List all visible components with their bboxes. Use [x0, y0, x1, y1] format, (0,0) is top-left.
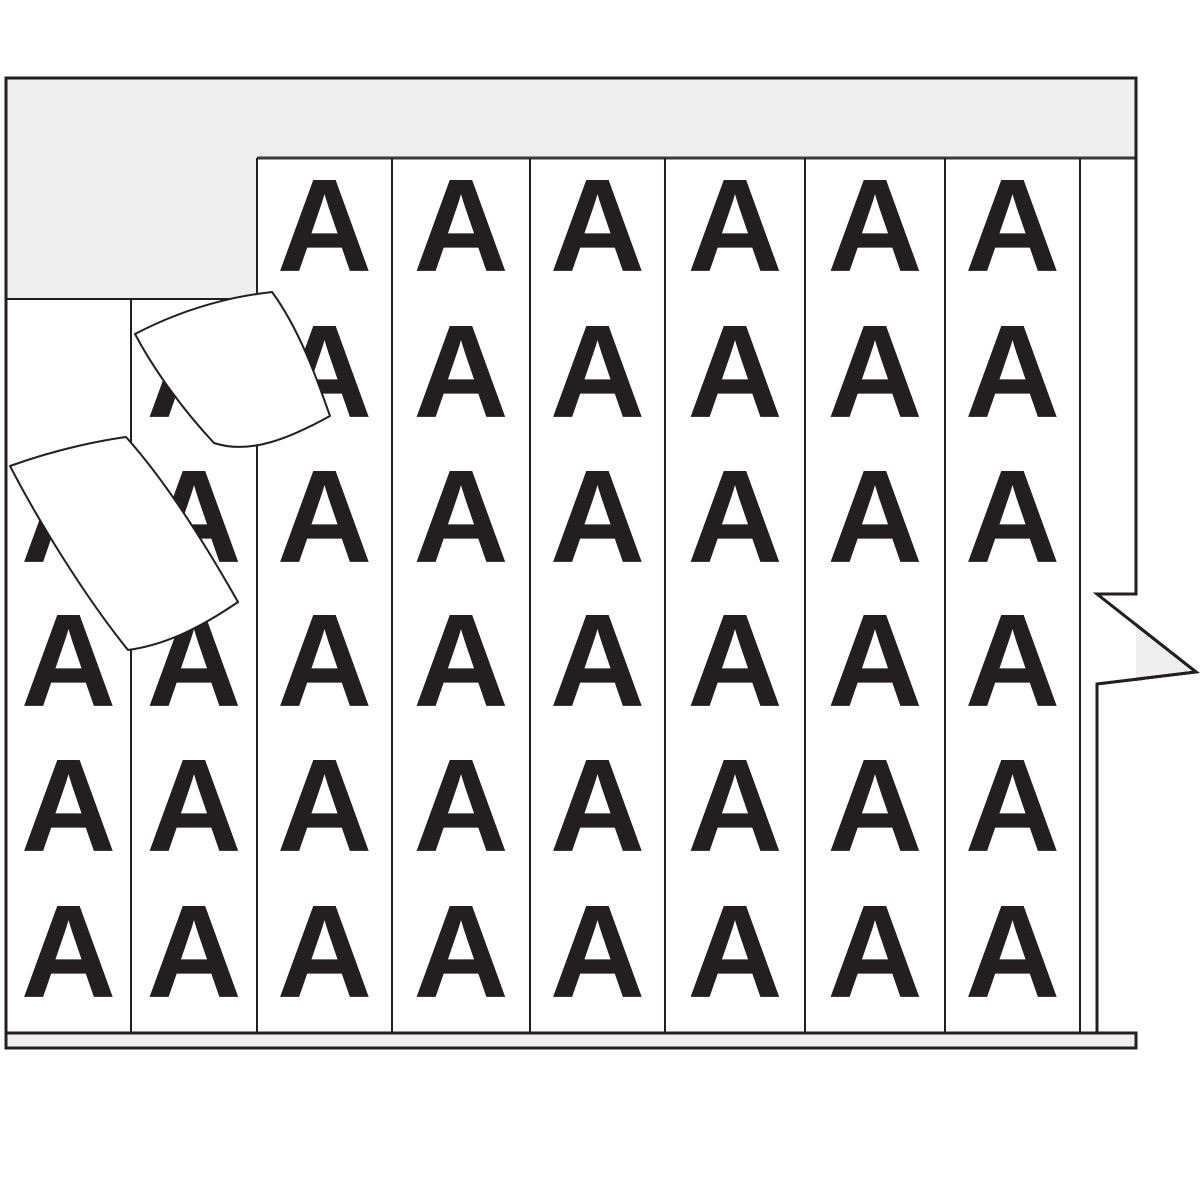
- label-letter: A: [965, 732, 1060, 879]
- label-letter: A: [277, 152, 372, 299]
- label-letter: A: [550, 732, 645, 879]
- backing-card-outline: [4, 76, 1200, 1050]
- label-letter: A: [827, 878, 922, 1025]
- label-letter: A: [550, 298, 645, 445]
- label-letter: A: [550, 152, 645, 299]
- label-letter: A: [277, 878, 372, 1025]
- label-letter: A: [827, 298, 922, 445]
- label-letter: A: [21, 732, 116, 879]
- label-letter: A: [146, 878, 241, 1025]
- peeling-labels-group: [9, 291, 331, 651]
- label-letter: A: [827, 732, 922, 879]
- label-letter: A: [965, 298, 1060, 445]
- label-letter: A: [413, 587, 508, 734]
- label-letter: A: [413, 152, 508, 299]
- label-letter: A: [965, 443, 1060, 590]
- label-letter: A: [827, 152, 922, 299]
- peeling-label-row3-col1: [9, 436, 239, 651]
- label-letter: A: [687, 587, 782, 734]
- label-letter: A: [687, 878, 782, 1025]
- label-letter: A: [277, 443, 372, 590]
- label-letter: A: [965, 587, 1060, 734]
- label-letter: A: [550, 587, 645, 734]
- label-letter: A: [827, 587, 922, 734]
- label-letter: A: [413, 298, 508, 445]
- label-letter: A: [413, 732, 508, 879]
- label-letter: A: [687, 443, 782, 590]
- label-letter: A: [687, 152, 782, 299]
- label-letter: A: [277, 732, 372, 879]
- label-letter: A: [965, 878, 1060, 1025]
- upper-left-backing-patch: [6, 158, 257, 299]
- label-letter: A: [413, 443, 508, 590]
- label-letter: A: [687, 298, 782, 445]
- label-letter: A: [965, 152, 1060, 299]
- label-letter: A: [413, 878, 508, 1025]
- label-letter: A: [550, 443, 645, 590]
- label-letter: A: [146, 732, 241, 879]
- label-letter: A: [277, 587, 372, 734]
- peeling-label-row2-col1: [134, 291, 331, 448]
- label-letter: A: [827, 443, 922, 590]
- label-letter: A: [687, 732, 782, 879]
- label-letter: A: [21, 878, 116, 1025]
- label-letter: A: [550, 878, 645, 1025]
